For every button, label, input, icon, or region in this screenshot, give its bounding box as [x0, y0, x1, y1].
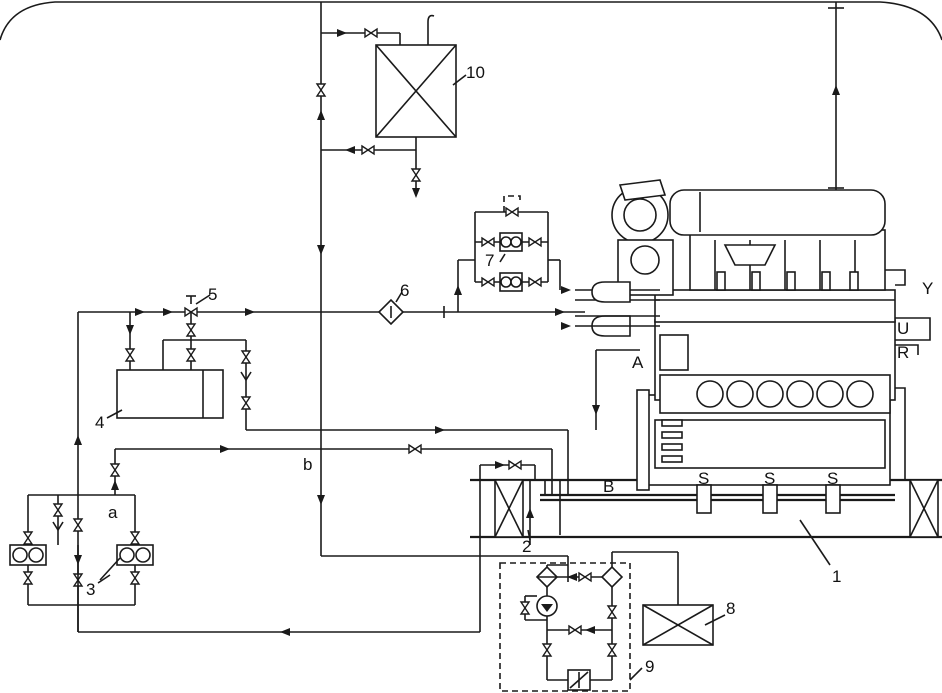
label-9: 9 — [645, 657, 654, 676]
label-1: 1 — [832, 567, 841, 586]
label-2: 2 — [522, 537, 531, 556]
label-5: 5 — [208, 285, 217, 304]
label-Y: Y — [922, 279, 933, 298]
label-b: b — [303, 455, 312, 474]
label-8: 8 — [726, 599, 735, 618]
label-R: R — [897, 343, 909, 362]
label-U: U — [897, 319, 909, 338]
label-S-2: S — [764, 469, 775, 488]
label-7: 7 — [485, 251, 494, 270]
tank-4 — [116, 369, 224, 419]
label-6: 6 — [400, 281, 409, 300]
label-3: 3 — [86, 580, 95, 599]
separator-group-3 — [9, 494, 154, 632]
tank-10 — [375, 14, 457, 198]
hull-outline — [0, 1, 942, 41]
engine-1 — [575, 179, 931, 491]
label-a: a — [108, 503, 118, 522]
label-S-3: S — [827, 469, 838, 488]
label-4: 4 — [95, 413, 104, 432]
label-10: 10 — [466, 63, 485, 82]
filter-group-7 — [454, 195, 561, 312]
label-S-1: S — [698, 469, 709, 488]
label-B: B — [603, 477, 614, 496]
label-A: A — [632, 353, 644, 372]
tank-8 — [642, 604, 714, 646]
filter-6 — [377, 298, 405, 326]
engine-supports — [696, 484, 841, 514]
pump-unit-9 — [499, 551, 679, 692]
